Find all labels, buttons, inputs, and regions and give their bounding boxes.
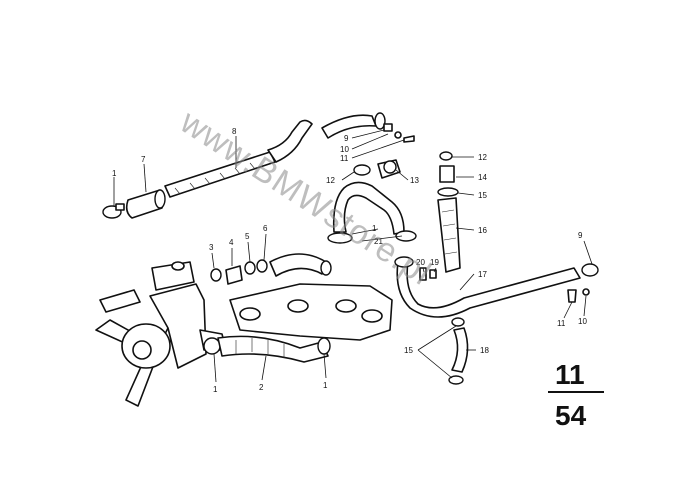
clamp-ring[interactable] <box>353 164 371 176</box>
manifold-port <box>239 307 261 321</box>
callout-17: 17 <box>478 270 487 279</box>
water-pump-assembly <box>95 261 227 407</box>
intake-manifold <box>229 283 393 341</box>
lower-hose-clamp-right[interactable] <box>317 337 331 355</box>
small-clamp[interactable] <box>244 261 256 275</box>
nipple-fitting[interactable] <box>225 265 243 285</box>
diagram-page-number: 54 <box>555 400 587 431</box>
u-hose-group <box>327 181 417 244</box>
callout-6: 6 <box>263 224 268 233</box>
callout-1: 1 <box>213 385 218 394</box>
callout-labels: 1 7 8 9 10 11 12 13 1 21 12 14 15 16 3 4… <box>112 127 587 394</box>
callout-13: 13 <box>410 176 419 185</box>
right-vertical-hose-group <box>437 151 461 273</box>
callout-15: 15 <box>478 191 487 200</box>
bolt-shaft[interactable] <box>403 135 415 143</box>
callout-19: 19 <box>430 258 439 267</box>
callout-2: 2 <box>259 383 264 392</box>
upper-bolt-group <box>383 123 415 143</box>
callout-1: 1 <box>112 169 117 178</box>
callout-20: 20 <box>416 258 425 267</box>
callout-11: 11 <box>340 154 349 163</box>
connector-end <box>383 160 397 174</box>
pipe-top-clamp[interactable] <box>394 256 414 268</box>
callout-18: 18 <box>480 346 489 355</box>
callout-12: 12 <box>326 176 335 185</box>
long-return-pipe[interactable] <box>396 261 581 318</box>
bolt-nut[interactable] <box>383 123 393 132</box>
small-fittings-group <box>210 253 332 285</box>
callout-7: 7 <box>141 155 146 164</box>
small-nut[interactable] <box>429 269 437 279</box>
lower-hose-clamp-left[interactable] <box>203 337 221 355</box>
upper-small-hose-clamp[interactable] <box>374 112 386 130</box>
thermostat-cap[interactable] <box>171 261 185 271</box>
u-hose-clamp-right[interactable] <box>395 230 417 242</box>
fan-hub-center <box>132 340 152 360</box>
diagram-group-number: 11 <box>555 359 585 390</box>
middle-clamp-group <box>353 159 401 179</box>
small-curved-hose[interactable] <box>451 327 469 373</box>
callout-16: 16 <box>478 226 487 235</box>
vertical-hose-hatching <box>441 209 458 255</box>
manifold-port <box>335 299 357 313</box>
hose-clamp-screw <box>115 203 125 211</box>
callout-21: 21 <box>374 237 383 246</box>
pump-pipe-left[interactable] <box>99 289 141 313</box>
hose-clamp-bottom[interactable] <box>448 375 464 385</box>
callout-1: 1 <box>372 224 377 233</box>
callout-9: 9 <box>344 134 349 143</box>
u-shaped-hose[interactable] <box>332 181 405 235</box>
vertical-hose[interactable] <box>437 197 461 273</box>
heater-hose-clamp[interactable] <box>320 260 332 276</box>
o-ring[interactable] <box>210 268 222 282</box>
lower-ring-clamp[interactable] <box>437 187 459 197</box>
lower-hose-hatching <box>235 338 285 358</box>
upper-small-hose[interactable] <box>321 114 377 139</box>
callout-10: 10 <box>578 317 587 326</box>
washer[interactable] <box>394 131 402 139</box>
u-hose-clamp-left[interactable] <box>327 232 353 244</box>
long-pipe-bend[interactable] <box>267 119 313 163</box>
callout-12: 12 <box>478 153 487 162</box>
top-clamp[interactable] <box>439 151 453 161</box>
callout-11: 11 <box>557 319 566 328</box>
upper-long-hose-group <box>102 112 386 219</box>
pipe-end-clamp[interactable] <box>581 263 599 277</box>
callout-14: 14 <box>478 173 487 182</box>
long-pipe-hatching <box>174 162 256 195</box>
right-long-pipe-group <box>394 256 599 318</box>
callout-10: 10 <box>340 145 349 154</box>
short-hose-end <box>154 189 166 209</box>
lower-radiator-hose[interactable] <box>217 335 329 363</box>
lower-radiator-hose-group <box>203 335 331 363</box>
manifold-body[interactable] <box>229 283 393 341</box>
bolt[interactable] <box>567 289 577 303</box>
callout-4: 4 <box>229 238 234 247</box>
heater-hose[interactable] <box>269 253 327 277</box>
sensor-fitting[interactable] <box>439 165 455 183</box>
callout-8: 8 <box>232 127 237 136</box>
lower-right-bolt-group <box>567 288 590 303</box>
leader-lines <box>113 129 593 383</box>
small-curved-hose-group <box>448 317 469 385</box>
washer[interactable] <box>582 288 590 296</box>
manifold-port <box>287 299 309 313</box>
small-clamp[interactable] <box>256 259 268 273</box>
diagram-number-badge: 11 54 <box>548 359 604 431</box>
callout-5: 5 <box>245 232 250 241</box>
hose-clamp-top[interactable] <box>451 317 465 327</box>
callout-3: 3 <box>209 243 214 252</box>
manifold-port <box>361 309 383 323</box>
pump-housing[interactable] <box>149 283 207 369</box>
callout-1: 1 <box>323 381 328 390</box>
callout-9: 9 <box>578 231 583 240</box>
callout-15: 15 <box>404 346 413 355</box>
